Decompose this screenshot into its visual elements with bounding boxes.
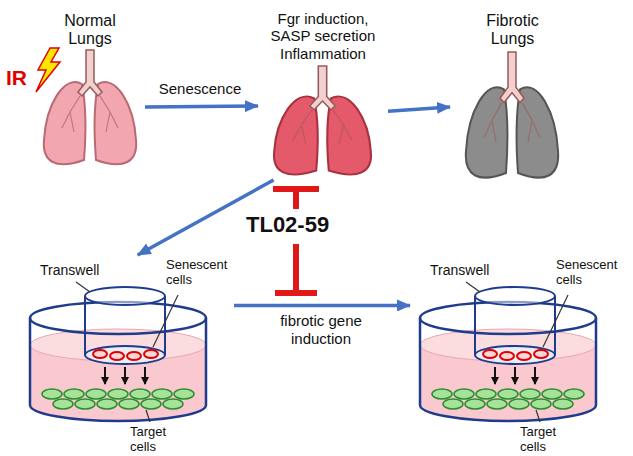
transwell-dish — [30, 282, 206, 422]
lung-stage: Fgr induction, SASP secretion Inflammati… — [258, 8, 388, 180]
lung-stage: Normal Lungs — [35, 8, 145, 173]
edge-label: fibrotic gene induction — [254, 312, 388, 348]
node-text: Normal Lungs — [55, 12, 125, 49]
transwell-assay: Transwell Senescent cellsTarget cells — [20, 255, 234, 456]
lightning-bolt — [36, 48, 60, 92]
node-text: Target cells — [130, 425, 190, 455]
fibrotic-lungs — [466, 52, 558, 178]
radiation-label: IR — [6, 66, 27, 90]
inhibition-bar — [273, 189, 319, 293]
node-text: Transwell — [40, 262, 110, 278]
transwell-assay: Transwell Senescent cellsTarget cells — [410, 255, 624, 456]
normal-lungs — [44, 50, 136, 164]
node-text: Fibrotic Lungs — [475, 12, 550, 49]
edge-label: Senescence — [157, 80, 244, 98]
inflamed-lungs — [274, 66, 371, 175]
transwell-dish — [420, 282, 596, 422]
flow-arrow — [145, 104, 258, 108]
flow-arrow — [234, 304, 410, 308]
node-text: Senescent cells — [166, 258, 232, 288]
node-text: Target cells — [520, 425, 580, 455]
flow-arrow — [388, 107, 450, 111]
node-text: Fgr induction, SASP secretion Inflammati… — [260, 10, 386, 62]
node-text: Transwell — [430, 262, 500, 278]
drug-label: TL02-59 — [246, 212, 329, 238]
node-text: Senescent cells — [556, 258, 622, 288]
lung-stage: Fibrotic Lungs — [450, 8, 575, 188]
